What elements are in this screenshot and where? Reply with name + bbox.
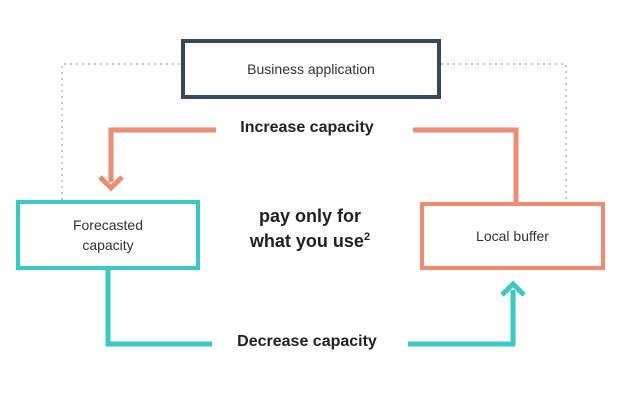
increase-arrowhead [98,175,124,192]
business-application-label: Business application [247,61,375,77]
forecasted-capacity-box: Forecasted capacity [16,200,200,270]
increase-flow-line-right [413,127,519,202]
center-text-line1: pay only for [258,206,361,226]
center-text-line2: what you use [249,231,364,251]
decrease-flow-line-left [105,270,212,347]
decrease-arrowhead [500,280,526,297]
local-buffer-label: Local buffer [476,228,549,244]
forecasted-capacity-line1: Forecasted [72,217,144,233]
center-text-line2-wrap: what you use2 [222,229,398,254]
business-application-box: Business application [181,39,441,99]
forecasted-capacity-label: Forecasted capacity [73,215,143,255]
pay-only-for-what-you-use-text: pay only for what you use2 [222,204,398,254]
decrease-capacity-label: Decrease capacity [237,333,377,350]
footnote-marker: 2 [363,231,371,243]
forecasted-capacity-line2: capacity [82,237,134,253]
dotted-connector-right [441,63,567,202]
decrease-flow-line-right [408,290,516,347]
increase-capacity-label: Increase capacity [240,119,374,136]
local-buffer-box: Local buffer [420,202,605,270]
increase-flow-line-left [108,127,216,182]
